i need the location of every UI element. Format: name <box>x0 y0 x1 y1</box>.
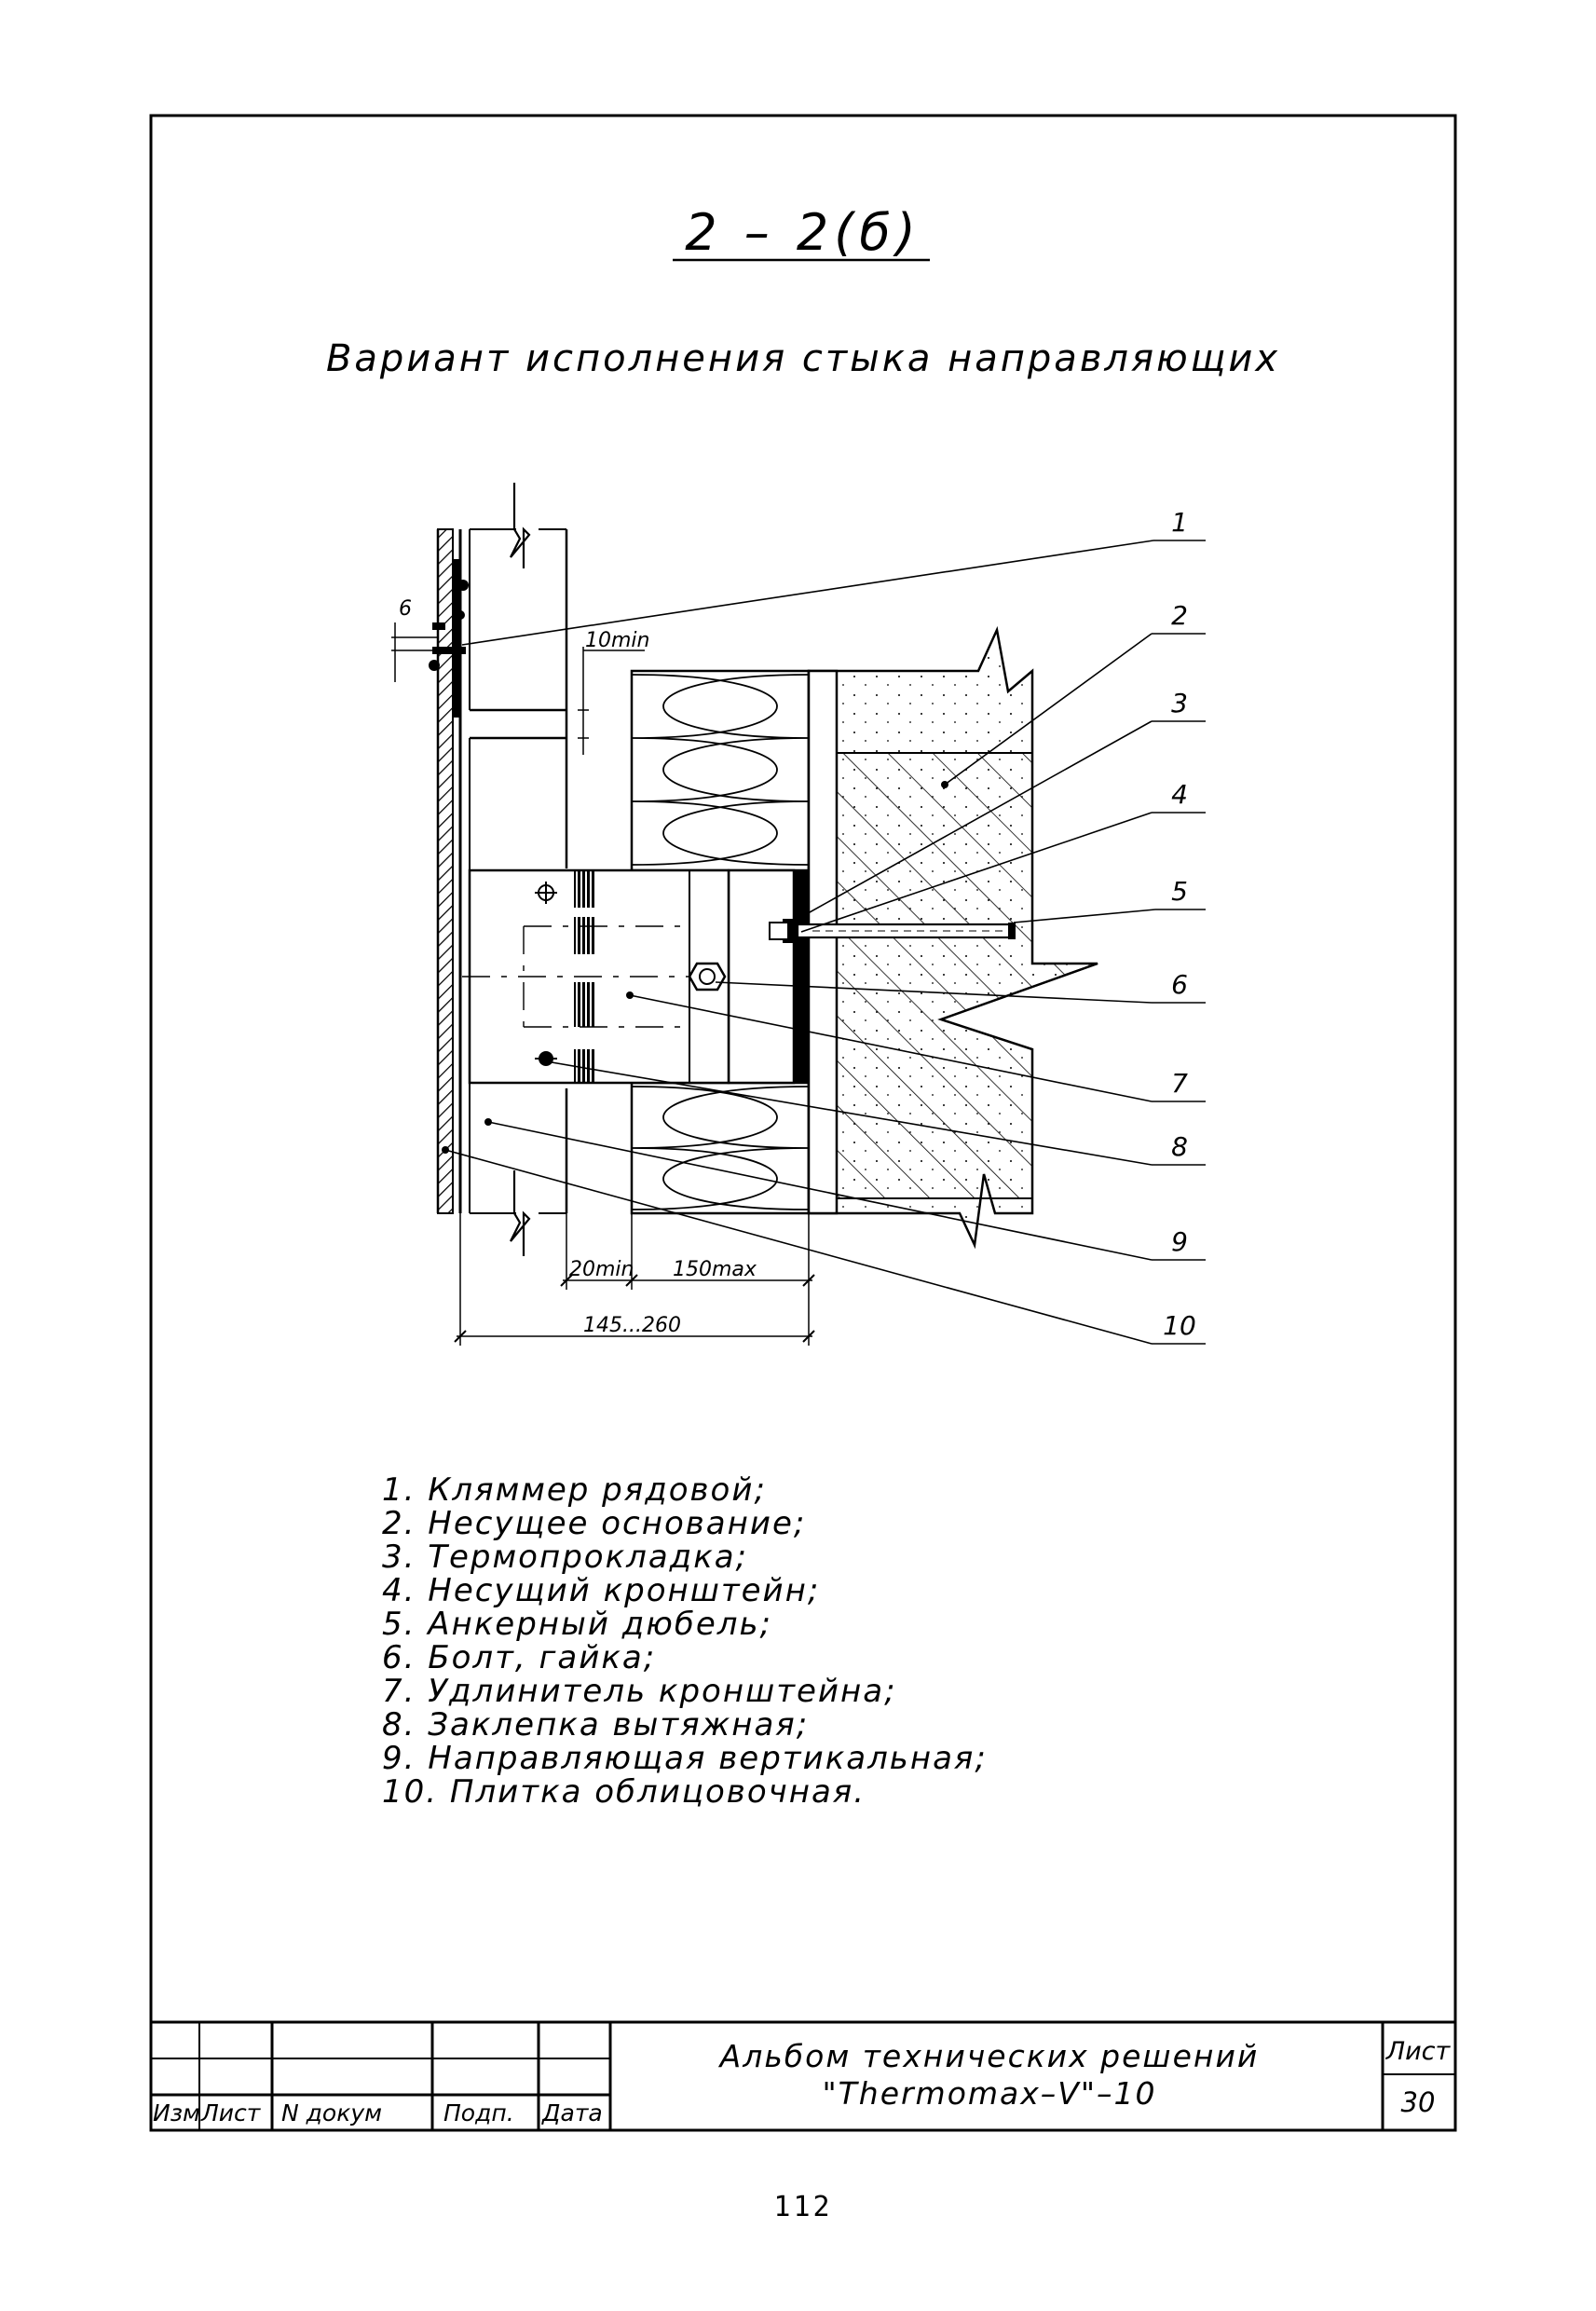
callout-1: 1 <box>1171 507 1188 538</box>
header-doc: N докум <box>281 2099 382 2126</box>
callout-6: 6 <box>1171 969 1188 1000</box>
callout-4: 4 <box>1171 779 1188 810</box>
album-title-line1: Альбом технических решений <box>718 2038 1260 2074</box>
callout-2: 2 <box>1171 600 1188 631</box>
bracket-extension <box>462 868 730 1085</box>
legend-item-8: 8. Заклепка вытяжная; <box>382 1706 809 1744</box>
legend-item-3: 3. Термопрокладка; <box>382 1538 748 1576</box>
album-title-line2: "Thermomax–V"–10 <box>822 2075 1156 2112</box>
svg-text:150max: 150max <box>673 1258 757 1281</box>
bracket <box>727 868 796 1085</box>
header-list: Лист <box>200 2099 262 2126</box>
page-number: 112 <box>773 2191 832 2223</box>
legend-item-9: 9. Направляющая вертикальная; <box>382 1740 988 1777</box>
legend: 1. Кляммер рядовой; 2. Несущее основание… <box>382 1471 988 1811</box>
callout-5: 5 <box>1171 876 1188 907</box>
legend-item-1: 1. Кляммер рядовой; <box>382 1471 767 1509</box>
anchor-dowel <box>769 919 1016 943</box>
callout-7: 7 <box>1171 1068 1188 1099</box>
sheet-label: Лист <box>1385 2037 1452 2066</box>
rivet-upper <box>535 882 557 904</box>
drawing-subtitle: Вариант исполнения стыка направляющих <box>326 337 1280 380</box>
legend-item-4: 4. Несущий кронштейн; <box>382 1572 820 1609</box>
insulation-upper <box>630 669 811 872</box>
drawing-title: 2 – 2(б) <box>685 203 921 262</box>
thermal-pad <box>794 870 809 1083</box>
callout-10: 10 <box>1163 1310 1196 1341</box>
legend-item-7: 7. Удлинитель кронштейна; <box>382 1673 897 1710</box>
legend-item-10: 10. Плитка облицовочная. <box>382 1773 866 1811</box>
callout-3: 3 <box>1171 688 1188 718</box>
dim-bottom: 20min 150max 145...260 <box>454 1213 815 1346</box>
header-sign: Подп. <box>443 2099 514 2126</box>
legend-item-5: 5. Анкерный дюбель; <box>382 1606 772 1643</box>
section-drawing: 6 10min 20min 150max 145...260 <box>391 483 1206 1346</box>
header-izm: Изм <box>153 2099 200 2126</box>
dim-min-top: 10min <box>578 629 649 755</box>
svg-text:6: 6 <box>399 597 412 621</box>
legend-item-2: 2. Несущее основание; <box>382 1505 806 1542</box>
svg-text:145...260: 145...260 <box>583 1314 681 1337</box>
callout-8: 8 <box>1171 1131 1188 1162</box>
svg-text:10min: 10min <box>585 629 649 652</box>
facade-tile <box>437 528 454 1214</box>
svg-text:20min: 20min <box>569 1258 634 1281</box>
rivet-lower <box>535 1051 557 1066</box>
vertical-guide-profile <box>458 483 568 1256</box>
title-block: Изм Лист N докум Подп. Дата Альбом техни… <box>151 2020 1455 2130</box>
frame-border <box>149 114 1457 2132</box>
legend-item-6: 6. Болт, гайка; <box>382 1639 656 1676</box>
callout-numbers: 1 2 3 4 5 6 7 8 9 10 <box>1163 507 1196 1341</box>
header-date: Дата <box>541 2099 603 2126</box>
bolt-nut <box>688 962 727 991</box>
leader-lines <box>442 540 1206 1345</box>
callout-9: 9 <box>1171 1226 1188 1257</box>
sheet-number: 30 <box>1401 2086 1436 2118</box>
dim-gap: 6 <box>391 597 438 682</box>
